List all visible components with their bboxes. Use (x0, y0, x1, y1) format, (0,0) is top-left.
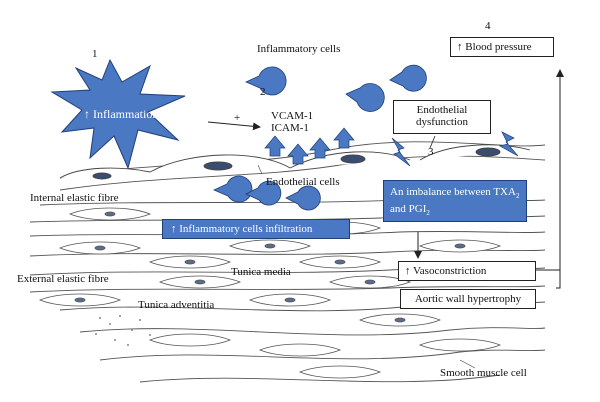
txa2-subscript: 2 (515, 192, 520, 201)
step-number-2: 2 (260, 86, 266, 98)
external-elastic-fibre-label: External elastic fibre (17, 273, 109, 285)
step-number-4: 4 (485, 20, 491, 32)
pacman-cell-icon (213, 64, 427, 211)
up-arrow-icon (264, 127, 355, 165)
leader-endothelial (257, 164, 263, 175)
blood-pressure-box: ↑ Blood pressure (450, 37, 554, 57)
tunica-adventitia-label: Tunica adventitia (138, 299, 215, 311)
infiltration-box: ↑ Inflammatory cells infiltration (162, 219, 350, 239)
endothelial-dysfunction-line2: dysfunction (416, 116, 468, 128)
endothelial-dysfunction-line1: Endothelial (416, 104, 468, 116)
imbalance-box: An imbalance between TXA2 and PGI2 (383, 180, 527, 222)
step-number-3: 3 (428, 146, 434, 158)
lightning-icon (391, 131, 519, 167)
step-number-1: 1 (92, 48, 98, 60)
leader-smooth-muscle (459, 359, 476, 369)
endothelial-cells (59, 144, 531, 180)
inflammation-text: Inflammation (93, 107, 159, 121)
imbalance-line2: and PGI (390, 202, 427, 215)
icam-label: ICAM-1 (271, 122, 309, 134)
smooth-muscle-cell-label: Smooth muscle cell (440, 367, 527, 379)
aortic-wall-hypertrophy-box: Aortic wall hypertrophy (400, 289, 536, 309)
vcam-label: VCAM-1 (271, 110, 314, 122)
inflammatory-cells-label: Inflammatory cells (257, 43, 341, 55)
plus-sign: + (234, 112, 241, 124)
smooth-muscle-cells (38, 207, 502, 379)
internal-elastic-fibre-label: Internal elastic fibre (30, 192, 119, 204)
vasoconstriction-box: ↑ Vasoconstriction (398, 261, 536, 281)
pgi2-subscript: 2 (426, 208, 430, 217)
endothelial-cells-label: Endothelial cells (266, 176, 340, 188)
imbalance-line1: An imbalance between TXA (390, 186, 516, 198)
arrow-dysfunction-to-bolt (429, 135, 436, 149)
arrow-to-blood-pressure (536, 269, 561, 289)
arrow-inflammation-to-vcam (207, 121, 261, 131)
starburst-icon (50, 58, 186, 170)
adventitia-texture (95, 315, 151, 346)
endothelial-dysfunction-box: Endothelial dysfunction (393, 100, 491, 134)
inflammation-arrow: ↑ (84, 107, 90, 121)
tunica-media-label: Tunica media (231, 266, 291, 278)
inflammation-label: ↑ Inflammation (84, 107, 159, 121)
